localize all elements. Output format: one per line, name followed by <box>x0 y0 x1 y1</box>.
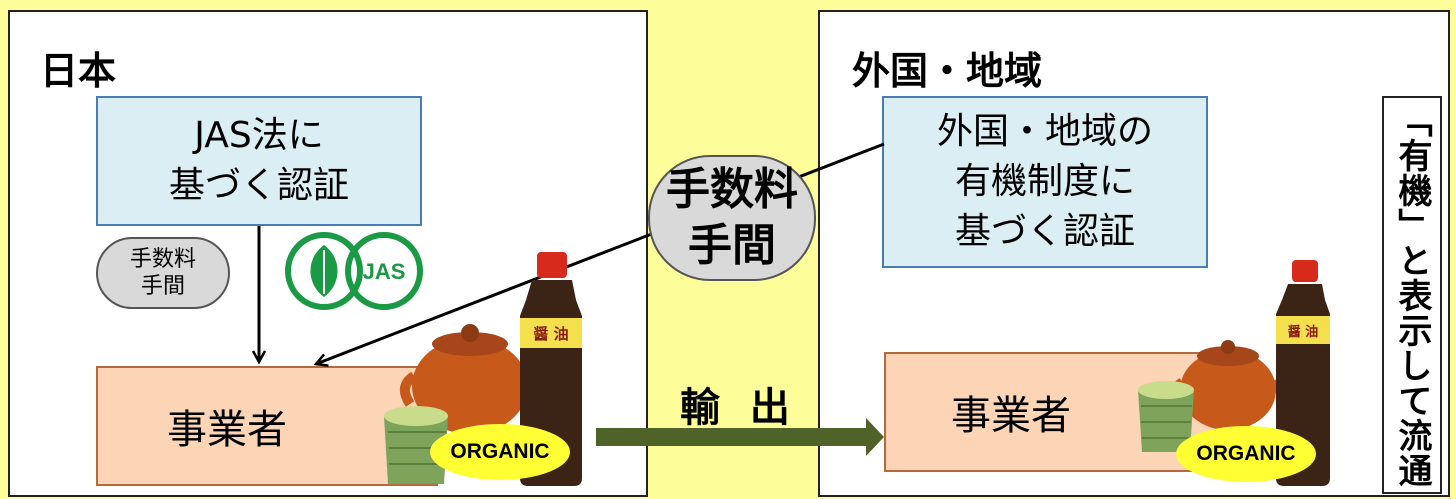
organic-distribution-banner: 「有機」と表示して流通 <box>1382 96 1442 494</box>
green-tea-cup-icon <box>384 406 448 484</box>
japan-business-label: 事業者 <box>167 407 287 453</box>
export-fee-badge: 手数料 手間 <box>648 155 816 281</box>
export-fee-line2: 手間 <box>688 220 776 271</box>
foreign-cert-line3: 基づく認証 <box>954 211 1135 252</box>
organic-badge-foreign: ORGANIC <box>1176 426 1316 482</box>
svg-text:醤 油: 醤 油 <box>1288 324 1319 340</box>
foreign-title: 外国・地域 <box>852 49 1043 93</box>
japan-fee-badge: 手数料 手間 <box>96 237 230 309</box>
jas-cert-line1: JAS法に <box>194 115 324 156</box>
jas-mark-icon: JAS <box>285 232 423 310</box>
jas-cert-line2: 基づく認証 <box>168 165 349 206</box>
svg-text:JAS: JAS <box>363 259 406 284</box>
organic-badge-japan: ORGANIC <box>430 424 570 480</box>
green-tea-cup-icon <box>1138 381 1194 452</box>
export-fee-line1: 手数料 <box>666 164 798 215</box>
export-arrow <box>596 418 884 456</box>
japan-fee-line2: 手間 <box>140 274 185 299</box>
foreign-cert-line1: 外国・地域の <box>936 111 1153 152</box>
foreign-business-label: 事業者 <box>951 393 1071 439</box>
japan-title: 日本 <box>40 49 117 93</box>
japan-fee-line1: 手数料 <box>129 247 196 272</box>
export-label: 輸 出 <box>680 385 798 431</box>
svg-text:醤 油: 醤 油 <box>533 325 568 343</box>
foreign-certification-box: 外国・地域の 有機制度に 基づく認証 <box>882 96 1208 268</box>
foreign-cert-line2: 有機制度に <box>954 161 1135 202</box>
japan-business-box: 事業者 <box>96 366 438 486</box>
jas-certification-box: JAS法に 基づく認証 <box>96 96 422 226</box>
